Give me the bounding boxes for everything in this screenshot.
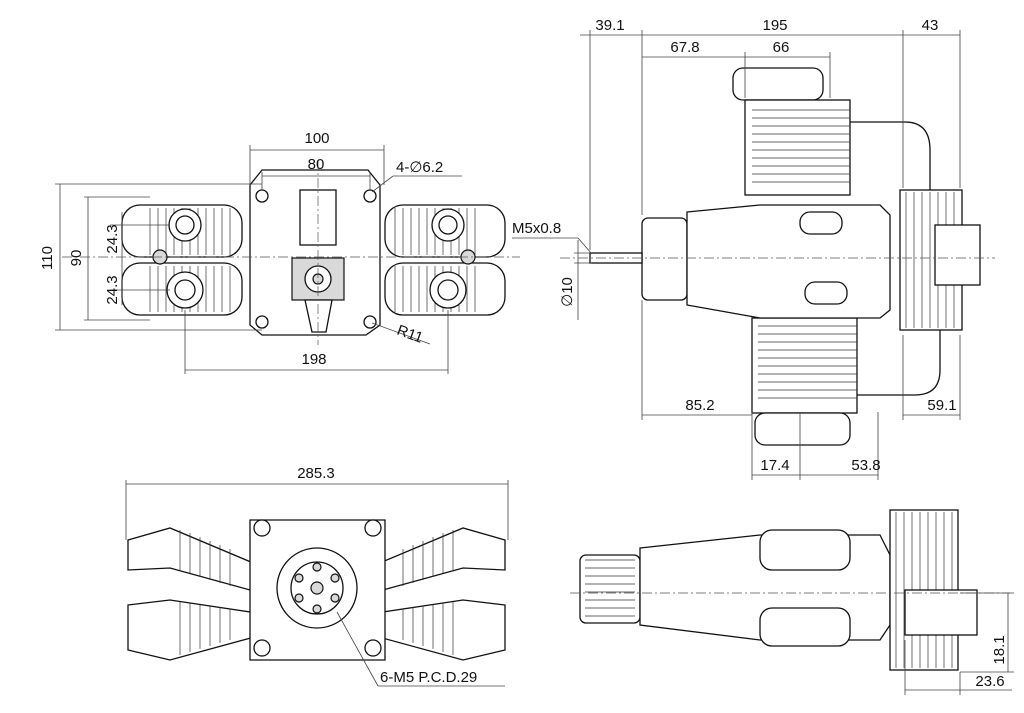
front-dim-100: 100	[249, 130, 385, 185]
side-top-dims: 39.1 195 43 67.8 66	[580, 17, 961, 250]
dim-cyl-pitch: 66	[773, 39, 790, 56]
front-dim-24-3: 24.3 24.3	[104, 212, 170, 305]
dim-thread: M5x0.8	[512, 220, 561, 237]
dim-cyl-offset-b: 53.8	[851, 457, 880, 474]
front-dim-90: 90	[68, 196, 150, 321]
dim-total-length: 195	[762, 17, 787, 34]
bottom-view: 18.1 23.6	[570, 509, 1014, 695]
dim-height-outer: 110	[39, 246, 56, 270]
front-hole-callout: 4-∅6.2	[371, 159, 462, 193]
top-crankcase	[249, 519, 386, 661]
dim-corner-radius: R11	[395, 322, 426, 347]
side-upper-cylinder	[732, 67, 851, 196]
front-radius-callout: R11	[371, 322, 431, 347]
side-bottom-dims: 85.2 59.1 17.4 53.8	[641, 300, 961, 480]
side-lower-cylinder	[751, 317, 858, 446]
dim-rear-length: 59.1	[927, 397, 956, 414]
dim-prop-offset: 39.1	[595, 17, 624, 34]
side-view: 39.1 195 43 67.8 66 M5x0.8 ∅10	[512, 17, 995, 480]
top-mount-callout: 6-M5 P.C.D.29	[336, 611, 505, 687]
bottom-dims: 18.1 23.6	[904, 592, 1014, 695]
dim-height-small: 18.1	[991, 635, 1008, 664]
dim-width-outer: 100	[304, 130, 329, 147]
dim-mount: 6-M5 P.C.D.29	[380, 669, 477, 686]
top-left-cylinders	[127, 527, 259, 661]
side-shaft-dims: M5x0.8 ∅10	[512, 220, 593, 320]
top-right-cylinders	[374, 527, 506, 661]
front-left-cylinders	[121, 204, 243, 316]
dim-height-inner: 90	[68, 250, 85, 267]
front-right-cylinders	[384, 204, 506, 316]
front-dim-110: 110	[39, 183, 262, 331]
dim-span: 198	[301, 351, 326, 368]
dim-shaft-dia: ∅10	[559, 277, 576, 307]
top-dim-width: 285.3	[125, 465, 509, 540]
dim-front-to-cyl: 67.8	[670, 39, 699, 56]
front-view: 100 80 4-∅6.2 110 90	[39, 130, 520, 374]
dim-width-small: 23.6	[975, 673, 1004, 690]
front-dim-80: 80	[261, 156, 371, 190]
dim-overall-width: 285.3	[297, 465, 335, 482]
dim-holes: 4-∅6.2	[396, 159, 443, 176]
front-dim-198: 198	[184, 310, 449, 374]
dim-offset-lower: 24.3	[104, 275, 121, 304]
side-crankcase	[641, 121, 981, 396]
dim-offset-upper: 24.3	[104, 224, 121, 253]
top-view: 285.3 6-M5 P.C.D.29	[125, 465, 509, 687]
dim-cyl-offset-a: 17.4	[760, 457, 789, 474]
front-crankcase	[249, 169, 381, 336]
dim-width-inner: 80	[308, 156, 325, 173]
dim-rear-extent: 43	[922, 17, 939, 34]
dim-front-length: 85.2	[685, 397, 714, 414]
